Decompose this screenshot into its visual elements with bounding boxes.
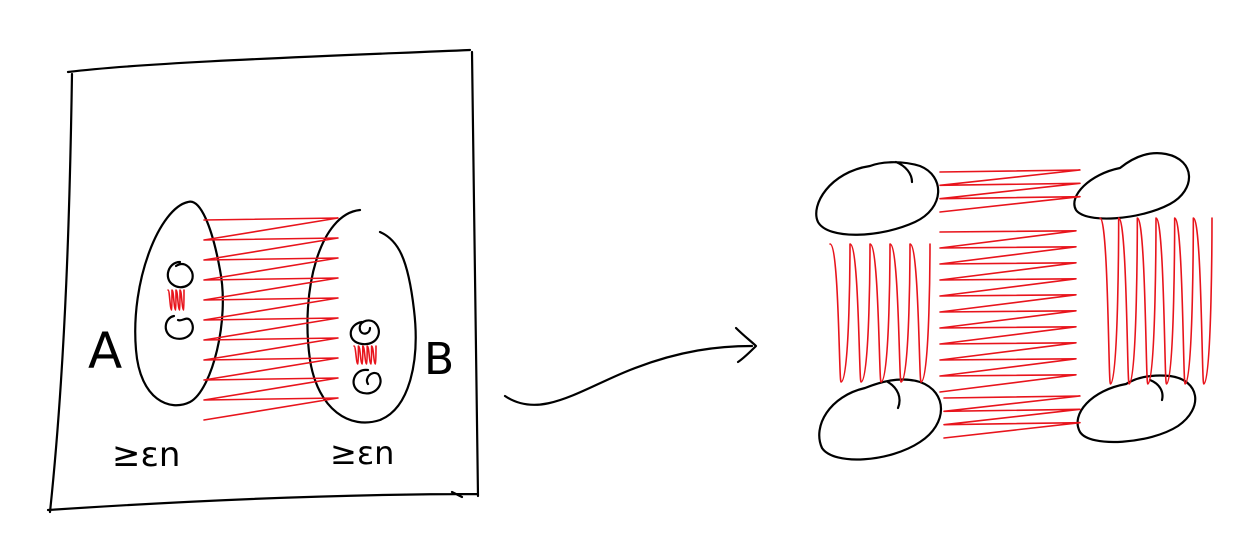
- label-a: A: [88, 322, 122, 380]
- label-size-b: ≥εn: [330, 434, 394, 472]
- edges-bottom-pair: [943, 395, 1081, 439]
- edges-left-vertical: [829, 243, 931, 383]
- edges-inside-b: [353, 345, 377, 365]
- label-size-a: ≥εn: [112, 435, 180, 475]
- edges-between-a-b: [203, 217, 339, 421]
- edge-zigzag: [1099, 217, 1213, 385]
- ellipse-bottom-right: [1076, 374, 1197, 444]
- arrow-head: [734, 326, 758, 364]
- arrow-curve: [503, 344, 754, 406]
- square-frame: [46, 48, 480, 514]
- edge-zigzag: [939, 230, 1077, 393]
- small-circle-b-top: [349, 319, 380, 346]
- edge-zigzag: [829, 243, 931, 383]
- left-panel: A B ≥εn ≥εn: [46, 48, 480, 514]
- ellipse-top-right: [1073, 152, 1191, 220]
- ellipse-bottom-left: [818, 378, 943, 461]
- right-panel: [815, 152, 1213, 461]
- ellipse-b: [306, 208, 417, 424]
- edge-zigzag: [167, 289, 185, 311]
- edge-zigzag: [353, 345, 377, 365]
- edges-top-pair: [939, 169, 1081, 213]
- edge-zigzag: [943, 395, 1081, 439]
- small-circle-a-bottom: [164, 314, 194, 340]
- edge-zigzag: [203, 217, 339, 421]
- small-circle-b-bottom: [352, 368, 382, 395]
- ellipse-a: [134, 200, 224, 407]
- label-b: B: [424, 334, 454, 385]
- edges-inside-a: [167, 289, 185, 311]
- edges-right-vertical: [1099, 217, 1213, 385]
- ellipse-top-left: [815, 160, 940, 236]
- small-circle-a-top: [166, 260, 194, 289]
- edges-middle-band: [939, 230, 1077, 393]
- edge-zigzag: [939, 169, 1081, 213]
